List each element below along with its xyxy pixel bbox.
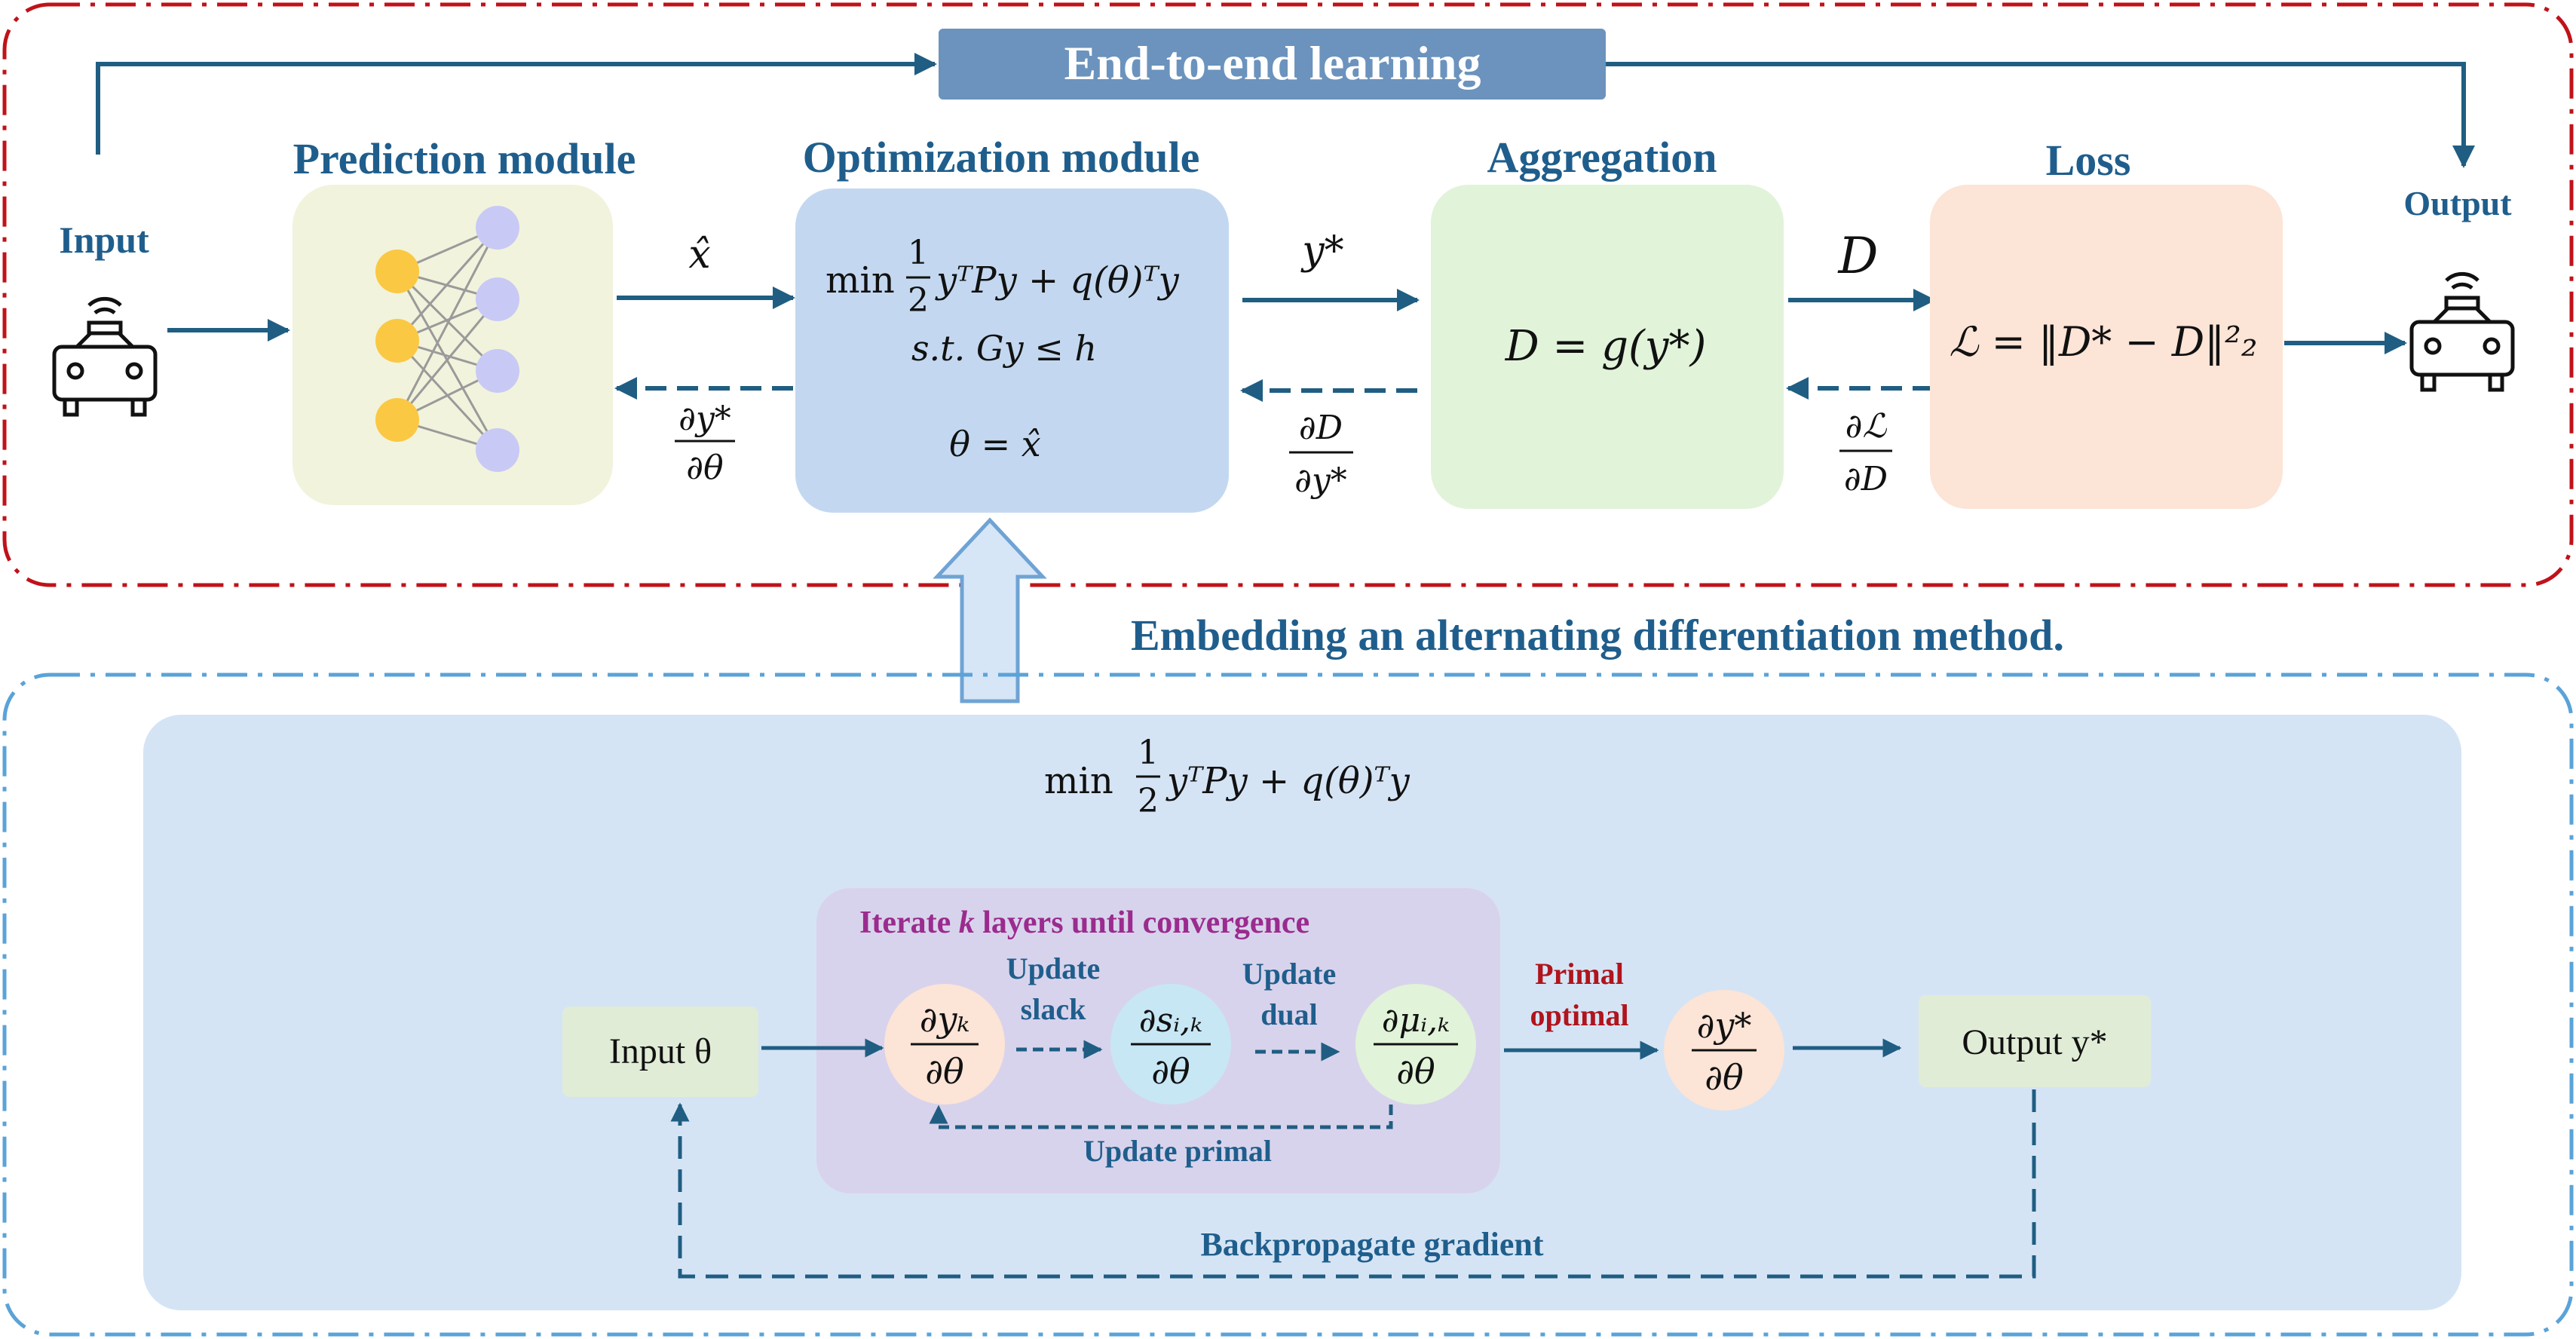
dy-dtheta-den: ∂θ (686, 449, 723, 487)
optimization-module-box (795, 188, 1229, 513)
aggregation-box (1431, 185, 1784, 509)
bottom-half-num: 1 (1138, 734, 1159, 772)
output-ystar-label: Output y* (1962, 1022, 2107, 1062)
nn-input-node (375, 250, 419, 293)
embed-up-arrow (933, 517, 1047, 703)
end-to-end-label: End-to-end learning (1064, 36, 1481, 90)
backpropagate-arrow (670, 1089, 2036, 1279)
input-theta-label: Input θ (609, 1031, 712, 1071)
bottom-objective: yᵀPy + q(θ)ᵀy (1165, 760, 1411, 802)
input-car-icon (52, 296, 158, 417)
aggregation-title: Aggregation (1487, 133, 1717, 182)
dystar-num: ∂y* (1697, 1005, 1752, 1046)
output-label: Output (2403, 184, 2512, 222)
dyk-num: ∂yₖ (920, 999, 970, 1040)
dL-dD-den: ∂D (1844, 460, 1888, 498)
opt-min: min (825, 259, 895, 302)
input-label: Input (59, 219, 149, 261)
optimization-module-title: Optimization module (803, 133, 1200, 182)
dmu-num: ∂μᵢ,ₖ (1382, 1001, 1450, 1040)
xhat-label: x̂ (688, 232, 710, 277)
opt-half-den: 2 (908, 281, 929, 320)
end-to-end-banner (939, 29, 1606, 100)
bottom-dashed-frame (2, 673, 2574, 1337)
dyk-den: ∂θ (925, 1051, 963, 1092)
update-dual-label-1: Update (1242, 957, 1336, 991)
primal-optimal-label-1: Primal (1535, 957, 1624, 991)
nn-input-node (375, 319, 419, 363)
prediction-module-box (293, 185, 613, 505)
dy-dtheta-num: ∂y* (678, 400, 731, 438)
update-primal-arrow (929, 1105, 1393, 1129)
nn-input-node (375, 398, 419, 442)
loss-box (1930, 185, 2283, 509)
aggregation-formula: D = g(y*) (1505, 322, 1707, 371)
bottom-objective-min: min (1044, 760, 1113, 802)
dD-dy-den: ∂y* (1294, 461, 1347, 500)
opt-objective: yᵀPy + q(θ)ᵀy (935, 259, 1180, 302)
nn-output-node (476, 277, 519, 321)
bottom-half-den: 2 (1138, 782, 1159, 820)
ystar-label: y* (1300, 228, 1343, 274)
dD-dy-num: ∂D (1299, 409, 1343, 447)
loss-title: Loss (2046, 136, 2131, 185)
dystar-den: ∂θ (1705, 1057, 1743, 1098)
D-label: D (1838, 227, 1879, 285)
nn-output-node (476, 349, 519, 393)
prediction-module-title: Prediction module (293, 134, 636, 183)
opt-theta: θ = x̂ (949, 424, 1040, 464)
output-ystar-box (1919, 995, 2151, 1087)
update-primal-label: Update primal (1083, 1134, 1272, 1168)
dL-dD-num: ∂ℒ (1845, 407, 1888, 446)
nn-output-node (476, 206, 519, 250)
ds-den: ∂θ (1151, 1051, 1190, 1092)
bypass-arrow-right (1606, 62, 2475, 168)
bypass-arrow-left (96, 53, 937, 155)
nn-output-node (476, 428, 519, 472)
embed-label: Embedding an alternating differentiation… (1131, 611, 2064, 660)
ds-num: ∂sᵢ,ₖ (1139, 1001, 1202, 1040)
update-slack-label-2: slack (1021, 992, 1086, 1026)
output-car-icon (2409, 271, 2515, 392)
loss-formula: ℒ = ‖D* − D‖²₂ (1950, 318, 2258, 366)
update-dual-label-2: dual (1260, 997, 1318, 1031)
iterate-title: Iterate k layers until convergence (859, 905, 1309, 940)
input-theta-box (562, 1007, 758, 1097)
update-slack-label-1: Update (1006, 951, 1100, 985)
top-dashed-frame (2, 2, 2574, 587)
opt-half-num: 1 (908, 234, 929, 272)
backpropagate-label: Backpropagate gradient (1200, 1226, 1543, 1263)
opt-constraint: s.t. Gy ≤ h (911, 328, 1097, 369)
dmu-den: ∂θ (1396, 1051, 1435, 1092)
primal-optimal-label-2: optimal (1530, 998, 1628, 1032)
